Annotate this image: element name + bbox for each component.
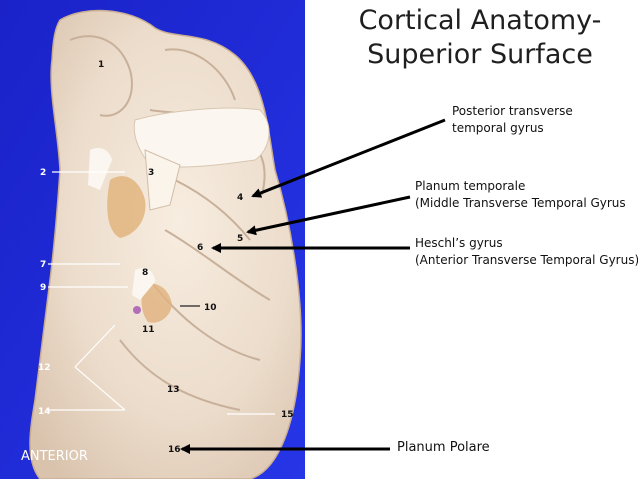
white-matter bbox=[88, 148, 112, 190]
figure-number-16: 16 bbox=[168, 445, 181, 455]
figure-number-2: 2 bbox=[40, 168, 46, 178]
figure-number-5: 5 bbox=[237, 234, 243, 244]
gyrus-fold bbox=[174, 179, 251, 241]
label-planum-polare: Planum Polare bbox=[397, 440, 490, 455]
orientation-label: ANTERIOR bbox=[21, 449, 88, 464]
gyrus-fold bbox=[164, 229, 271, 301]
figure-number-7: 7 bbox=[40, 260, 46, 270]
figure-number-13: 13 bbox=[167, 385, 180, 395]
gyrus-fold bbox=[119, 339, 241, 411]
label-posterior-transverse-2: temporal gyrus bbox=[452, 121, 544, 135]
label-planum-temporale-1: Planum temporale bbox=[415, 179, 526, 193]
gyrus-fold bbox=[164, 48, 236, 101]
cut-surface bbox=[144, 149, 181, 211]
figure-number-10: 10 bbox=[204, 303, 217, 313]
figure-number-6: 6 bbox=[197, 243, 203, 253]
label-heschl-2: (Anterior Transverse Temporal Gyrus) bbox=[415, 253, 638, 267]
figure-number-1: 1 bbox=[98, 60, 104, 70]
insula-region bbox=[141, 283, 172, 323]
marker-dot bbox=[133, 306, 141, 314]
figure-number-12: 12 bbox=[38, 363, 51, 373]
figure-number-4: 4 bbox=[237, 193, 243, 203]
white-matter bbox=[132, 268, 155, 300]
slide-title-line-2: Superior Surface bbox=[367, 39, 593, 70]
figure-number-14: 14 bbox=[38, 407, 51, 417]
figure-number-9: 9 bbox=[40, 283, 46, 293]
gyrus-fold bbox=[69, 35, 133, 117]
label-heschl-1: Heschl’s gyrus bbox=[415, 236, 503, 250]
label-leader-lines bbox=[47, 171, 275, 415]
slide-title-line-1: Cortical Anatomy- bbox=[358, 5, 602, 36]
figure-number-3: 3 bbox=[148, 168, 154, 178]
figure-number-11: 11 bbox=[142, 325, 155, 335]
label-planum-temporale-2: (Middle Transverse Temporal Gyrus bbox=[415, 196, 626, 210]
label-posterior-transverse-1: Posterior transverse bbox=[452, 104, 573, 118]
figure-number-8: 8 bbox=[142, 268, 148, 278]
insula-region bbox=[107, 176, 146, 238]
figure-number-15: 15 bbox=[281, 410, 294, 420]
brain-specimen-photo: 1 2 3 4 5 6 7 8 9 10 11 12 13 14 15 16 bbox=[0, 0, 305, 479]
